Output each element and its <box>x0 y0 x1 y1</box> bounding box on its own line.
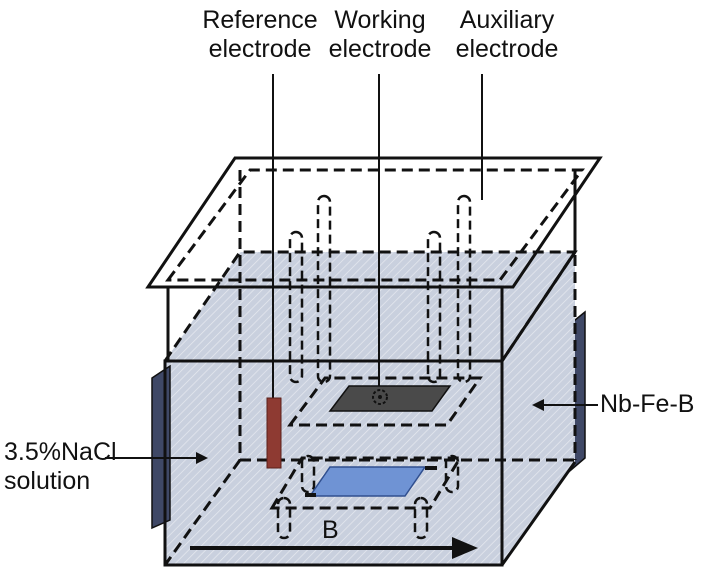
magnet-label: Nb-Fe-B <box>600 390 695 418</box>
solution-label: 3.5%NaCl solution <box>4 438 117 496</box>
reference-electrode-body <box>266 397 282 469</box>
lower-platform <box>269 456 463 510</box>
cell-lid-inner <box>165 168 585 282</box>
working-label-line1: Working <box>334 6 426 34</box>
working-contact-dot <box>378 395 382 399</box>
solution-label-line2: solution <box>4 467 91 495</box>
reference-label-line1: Reference <box>202 6 318 34</box>
reference-electrode-label: Reference electrode <box>190 6 330 64</box>
reference-label-line2: electrode <box>208 35 312 63</box>
field-label: B <box>322 516 339 544</box>
solution-label-line1: 3.5%NaCl <box>4 438 117 466</box>
auxiliary-label-line1: Auxiliary <box>459 6 555 34</box>
upper-platform <box>287 376 483 427</box>
magnet-left <box>151 364 171 530</box>
lower-sample <box>308 466 427 497</box>
solution-front-face <box>165 361 502 565</box>
working-electrode-label: Working electrode <box>318 6 442 64</box>
bottom-left-edge <box>163 459 242 566</box>
auxiliary-label-line2: electrode <box>455 35 559 63</box>
cell-lid <box>145 156 603 289</box>
tube-supports <box>276 194 472 540</box>
working-sample <box>328 385 452 412</box>
auxiliary-electrode-label: Auxiliary electrode <box>442 6 572 64</box>
right-mid-edge <box>500 251 577 362</box>
working-contact-icon <box>372 389 388 405</box>
right-bottom-edge <box>500 461 577 566</box>
magnet-pointer-head <box>532 399 544 411</box>
field-arrow-head <box>452 537 478 559</box>
solution-pointer-head <box>196 452 208 464</box>
front-face-outline <box>163 359 504 567</box>
working-label-line2: electrode <box>328 35 432 63</box>
